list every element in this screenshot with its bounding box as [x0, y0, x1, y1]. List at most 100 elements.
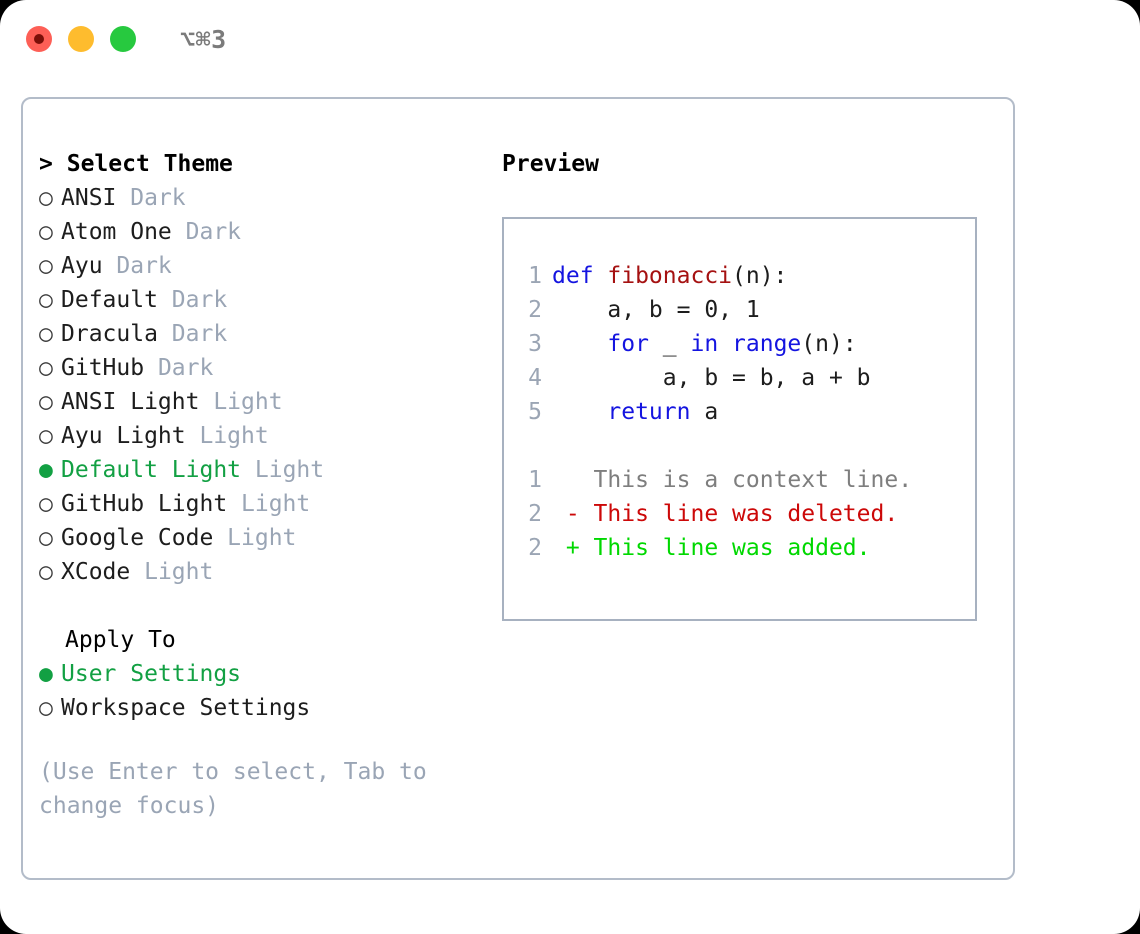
- theme-list-item[interactable]: ○ Google Code Light: [39, 521, 489, 555]
- theme-mode-badge: Dark: [171, 321, 228, 347]
- radio-unselected-icon: ○: [39, 253, 53, 279]
- theme-list-item[interactable]: ○ Ayu Light Light: [39, 419, 489, 453]
- radio-unselected-icon: ○: [39, 423, 53, 449]
- radio-unselected-icon: ○: [39, 491, 53, 517]
- code-token: range: [732, 331, 802, 357]
- close-window-button[interactable]: [26, 26, 52, 52]
- radio-unselected-icon: ○: [39, 185, 53, 211]
- radio-selected-icon: ●: [39, 457, 53, 483]
- theme-mode-badge: Light: [213, 389, 283, 415]
- theme-mode-badge: Dark: [157, 355, 214, 381]
- theme-picker-column: > Select Theme ○ANSI Dark○Atom One Dark○…: [39, 147, 489, 823]
- theme-mode-badge: Light: [199, 423, 269, 449]
- theme-mode-badge: Dark: [116, 253, 172, 279]
- title-bar: ⌥⌘3: [0, 0, 1140, 78]
- radio-unselected-icon: ○: [39, 355, 53, 381]
- code-token: (n):: [801, 331, 857, 357]
- apply-to-list: ●User Settings ○ Workspace Settings: [39, 657, 489, 725]
- code-token: a: [690, 399, 719, 425]
- code-line-number: 4: [528, 365, 542, 391]
- code-token: [718, 331, 732, 357]
- theme-list-item[interactable]: ○ ANSI Dark: [39, 181, 489, 215]
- code-line-number: 1: [528, 263, 542, 289]
- theme-list-item[interactable]: ○Ayu Dark: [39, 249, 489, 283]
- theme-mode-badge: Light: [241, 491, 311, 517]
- caret-icon: >: [39, 151, 53, 177]
- diff-marker: [552, 467, 580, 493]
- code-line: 3 for _ in range(n):: [516, 327, 912, 361]
- theme-mode-badge: Light: [254, 457, 325, 483]
- theme-list-item[interactable]: ○ ANSI Light Light: [39, 385, 489, 419]
- diff-line: 2 + This line was added.: [516, 531, 912, 565]
- diff-line: 1 This is a context line.: [516, 463, 912, 497]
- theme-mode-badge: Light: [144, 559, 214, 585]
- close-icon: [34, 34, 44, 44]
- radio-unselected-icon: ○: [39, 389, 53, 415]
- traffic-light-group: [26, 26, 136, 52]
- apply-to-heading: Apply To: [65, 627, 176, 653]
- theme-mode-badge: Dark: [171, 287, 228, 313]
- code-token: def: [552, 263, 608, 289]
- theme-mode-badge: Dark: [185, 219, 242, 245]
- theme-list-item-label: XCode: [61, 559, 145, 585]
- diff-line-text: This line was added.: [579, 535, 871, 561]
- theme-list: ○ANSI Dark○Atom One Dark○Ayu Dark○Defaul…: [39, 181, 489, 589]
- theme-list-item[interactable]: ○Default Dark: [39, 283, 489, 317]
- code-token: fibonacci: [607, 263, 733, 289]
- theme-picker-heading: > Select Theme: [39, 147, 489, 181]
- list-spacer: [39, 589, 489, 623]
- theme-list-item-label: Atom One: [61, 219, 186, 245]
- code-line-number: 5: [528, 399, 542, 425]
- diff-marker: -: [552, 501, 580, 527]
- theme-list-item[interactable]: ●Default Light Light: [39, 453, 489, 487]
- theme-list-item-label: Dracula: [61, 321, 172, 347]
- diff-line: 2 - This line was deleted.: [516, 497, 912, 531]
- keyboard-hint: (Use Enter to select, Tab to change focu…: [39, 759, 427, 819]
- theme-picker-heading-label: Select Theme: [66, 151, 233, 177]
- theme-list-item-label: Ayu Light: [61, 423, 200, 449]
- theme-list-item-label: ANSI Light: [61, 389, 214, 415]
- maximize-window-button[interactable]: [110, 26, 136, 52]
- code-token: a, b = 0, 1: [552, 297, 760, 323]
- theme-list-item-label: ANSI: [61, 185, 131, 211]
- theme-list-item-label: GitHub Light: [61, 491, 242, 517]
- code-token: _: [648, 331, 691, 357]
- theme-list-item[interactable]: ○ GitHub Light Light: [39, 487, 489, 521]
- code-token: return: [607, 399, 691, 425]
- main-panel: > Select Theme ○ANSI Dark○Atom One Dark○…: [21, 97, 1015, 880]
- radio-unselected-icon: ○: [39, 695, 53, 721]
- apply-to-item[interactable]: ○ Workspace Settings: [39, 691, 489, 725]
- theme-mode-badge: Dark: [130, 185, 186, 211]
- theme-list-item[interactable]: ○ Dracula Dark: [39, 317, 489, 351]
- code-line: 2 a, b = 0, 1: [516, 293, 912, 327]
- code-token: a, b = b, a + b: [552, 365, 871, 391]
- radio-unselected-icon: ○: [39, 525, 53, 551]
- code-token: [552, 399, 607, 425]
- radio-unselected-icon: ○: [39, 559, 53, 585]
- radio-unselected-icon: ○: [39, 219, 53, 245]
- minimize-window-button[interactable]: [68, 26, 94, 52]
- panel-columns: > Select Theme ○ANSI Dark○Atom One Dark○…: [23, 99, 1013, 878]
- diff-marker: +: [552, 535, 580, 561]
- apply-to-item[interactable]: ●User Settings: [39, 657, 489, 691]
- code-line: 5 return a: [516, 395, 912, 429]
- theme-list-item[interactable]: ○ XCode Light: [39, 555, 489, 589]
- code-line: 4 a, b = b, a + b: [516, 361, 912, 395]
- theme-list-item[interactable]: ○ Atom One Dark: [39, 215, 489, 249]
- code-token: [552, 331, 607, 357]
- code-token: for: [607, 331, 649, 357]
- theme-list-item-label: Google Code: [61, 525, 228, 551]
- window-title: ⌥⌘3: [180, 24, 227, 54]
- radio-unselected-icon: ○: [39, 287, 53, 313]
- diff-line-number: 1: [528, 467, 542, 493]
- radio-unselected-icon: ○: [39, 321, 53, 347]
- diff-line-text: This line was deleted.: [579, 501, 899, 527]
- code-token: (n):: [732, 263, 788, 289]
- theme-list-item[interactable]: ○GitHub Dark: [39, 351, 489, 385]
- apply-to-item-label: Workspace Settings: [61, 695, 311, 721]
- theme-mode-badge: Light: [227, 525, 297, 551]
